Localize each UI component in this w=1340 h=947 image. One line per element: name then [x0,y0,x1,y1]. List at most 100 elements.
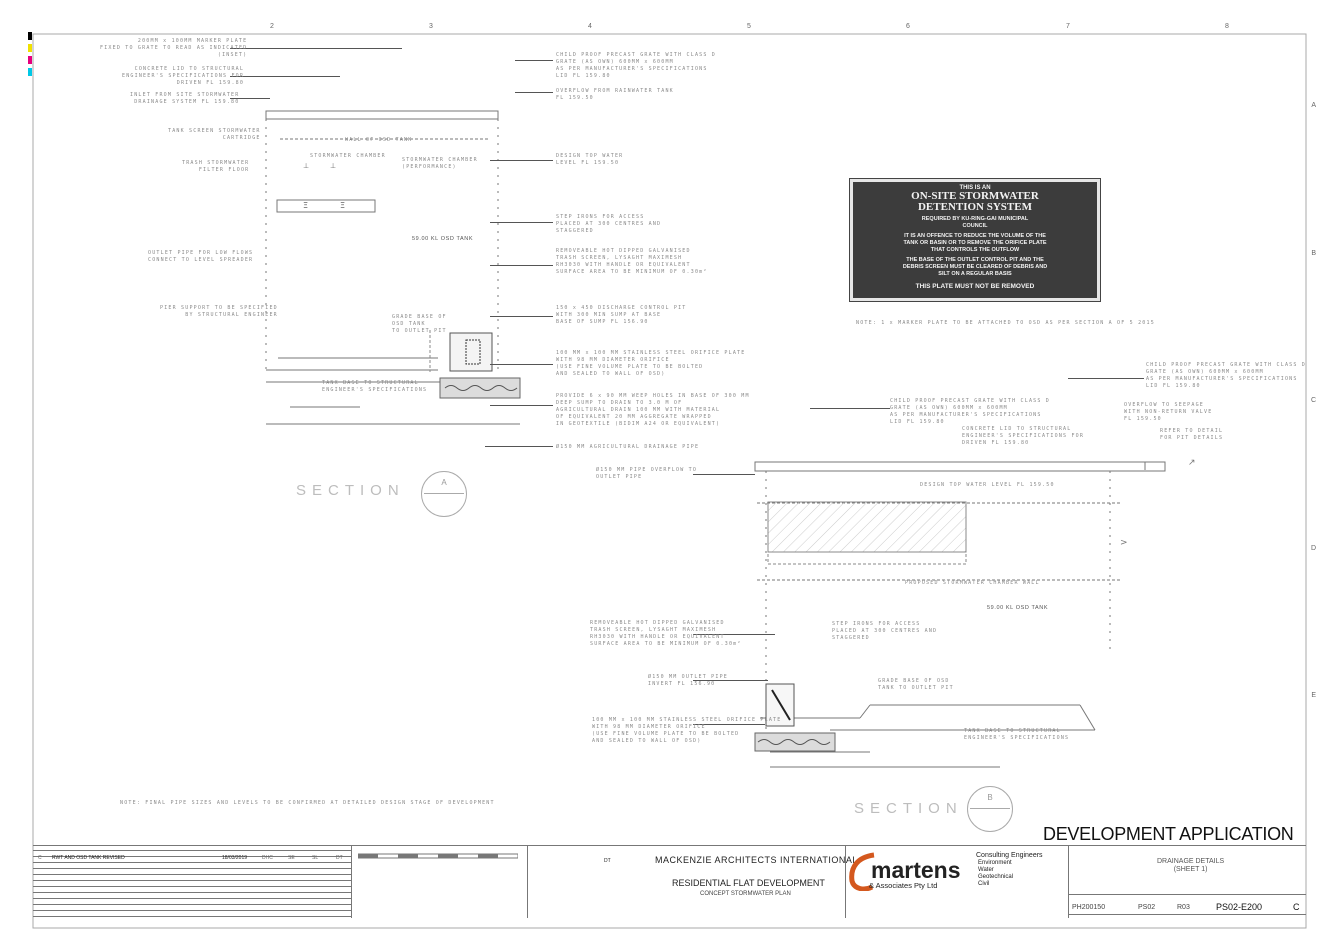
leader-line [490,405,553,406]
section-a-marker: A [421,471,467,517]
leader-line [1068,378,1144,379]
annotation: STORMWATER CHAMBER [310,153,386,159]
annotation: CHILD PROOF PRECAST GRATE WITH CLASS D G… [556,52,716,79]
annotation: OVERFLOW TO SEEPAGE WITH NON-RETURN VALV… [1124,402,1213,422]
title-block-line [33,904,351,905]
grid-letter: D [1310,545,1316,552]
title-block-line [33,898,351,899]
grid-number: 2 [270,23,274,30]
annotation: CONCRETE LID TO STRUCTURAL ENGINEER'S SP… [122,66,245,86]
revision-checked: SL [312,855,319,861]
annotation: Ø150 MM OUTLET PIPE INVERT FL 156.90 [648,674,728,687]
annotation: PROVIDE 6 x 90 MM WEEP HOLES IN BASE OF … [556,393,750,427]
annotation: STORMWATER CHAMBER (PERFORMANCE) [402,157,478,170]
tank-label-b: 59.00 KL OSD TANK [987,605,1049,611]
sign-line: IT IS AN OFFENCE TO REDUCE THE VOLUME OF… [904,233,1046,239]
drawing-title: DRAINAGE DETAILS (SHEET 1) [1157,858,1224,874]
leader-line [490,265,553,266]
martens-logo-icon [849,852,875,891]
title-block-divider [527,845,528,918]
leader-line [485,446,553,447]
architect-name: MACKENZIE ARCHITECTS INTERNATIONAL [655,855,858,865]
annotation: CONCRETE LID TO STRUCTURAL ENGINEER'S SP… [962,426,1085,446]
drawn-code: DT [604,858,611,864]
svg-text:⊥: ⊥ [330,162,336,170]
discipline: Water [978,867,994,873]
section-b-title: SECTION [854,800,963,817]
discipline: Geotechnical [978,874,1014,880]
annotation: DESIGN TOP WATER LEVEL FL 159.50 [920,482,1055,488]
consulting-block: Consulting Engineers Environment Water G… [976,851,1043,888]
grid-number: 5 [747,23,751,30]
annotation: INLET FROM SITE STORMWATER DRAINAGE SYST… [130,92,240,105]
revision-code: C [1293,902,1300,912]
svg-text:↗: ↗ [1188,458,1196,468]
title-block-line [33,874,351,875]
sign-line: ON-SITE STORMWATER [911,190,1039,202]
annotation: OVERFLOW FROM RAINWATER TANK FL 159.50 [556,88,674,101]
bottom-note: NOTE: FINAL PIPE SIZES AND LEVELS TO BE … [120,800,495,806]
discipline: Environment [978,860,1012,866]
annotation: 100 MM x 100 MM STAINLESS STEEL ORIFICE … [556,350,746,377]
leader-line [515,92,553,93]
firm-logo-subtitle: & Associates Pty Ltd [869,881,938,890]
title-block-divider [351,845,352,918]
project-name: RESIDENTIAL FLAT DEVELOPMENT [672,878,825,888]
section-b-letter: B [987,793,993,802]
revision-date: 18/03/2019 [222,855,248,861]
annotation: WALL OF OSD TANK [345,137,413,143]
title-block-divider [1068,845,1069,918]
leader-line [490,160,553,161]
title-block-line [33,916,351,917]
leader-line [810,408,890,409]
drawing-title-line1: DRAINAGE DETAILS [1157,858,1225,865]
sign-line: REQUIRED BY KU-RING-GAI MUNICIPAL [921,216,1029,222]
registration-marks [28,32,32,76]
grid-number: 4 [588,23,592,30]
grid-letter: C [1310,397,1316,404]
annotation: STEP IRONS FOR ACCESS PLACED AT 300 CENT… [556,214,662,234]
title-block-line [1068,894,1306,895]
drawing-number: PS02-E200 [1216,902,1263,912]
leader-line [490,222,553,223]
revised-code: R03 [1177,904,1190,911]
annotation: 100 MM x 100 MM STAINLESS STEEL ORIFICE … [592,717,782,744]
firm-logo-text: martens [871,857,961,883]
title-block-line [33,910,351,911]
title-block-line [1068,914,1306,915]
annotation: DESIGN TOP WATER LEVEL FL 159.50 [556,153,624,166]
title-block-line [33,880,351,881]
annotation: 150 x 450 DISCHARGE CONTROL PIT WITH 300… [556,305,687,325]
plan-set: PS02 [1138,904,1156,911]
project-number: PH200150 [1072,904,1106,911]
sign-line: THIS IS AN [959,185,991,191]
title-block-line [33,856,351,857]
section-a-letter: A [441,478,447,487]
revision-drawn: SE [288,855,295,861]
plan-name: CONCEPT STORMWATER PLAN [700,891,791,897]
tank-label-a: 59.00 KL OSD TANK [412,236,474,242]
scale-bar [358,853,518,859]
leader-line [230,48,402,49]
leader-line [515,60,553,61]
annotation: CHILD PROOF PRECAST GRATE WITH CLASS D G… [1146,362,1306,389]
annotation: GRADE BASE OF OSD TANK TO OUTLET PIT [878,678,954,691]
discipline: Civil [978,881,990,887]
title-block-line [33,850,351,851]
drawing-title-line2: (SHEET 1) [1173,866,1208,873]
revision-approved: DT [336,855,343,861]
revision-by: DHC [262,855,273,861]
grid-letter: B [1311,250,1316,257]
sign-line: DETENTION SYSTEM [917,201,1032,213]
leader-line [230,98,270,99]
annotation: TANK BASE TO STRUCTURAL ENGINEER'S SPECI… [964,728,1070,741]
sign-line: THIS PLATE MUST NOT BE REMOVED [915,283,1035,290]
grid-number: 8 [1225,23,1229,30]
svg-text:>: > [1120,538,1128,548]
grid-letter: E [1311,692,1316,699]
sign-note: NOTE: 1 x MARKER PLATE TO BE ATTACHED TO… [856,320,1155,326]
title-block-line [33,868,351,869]
annotation: TANK BASE TO STRUCTURAL ENGINEER'S SPECI… [322,380,428,393]
sign-line: THE BASE OF THE OUTLET CONTROL PIT AND T… [906,257,1044,263]
